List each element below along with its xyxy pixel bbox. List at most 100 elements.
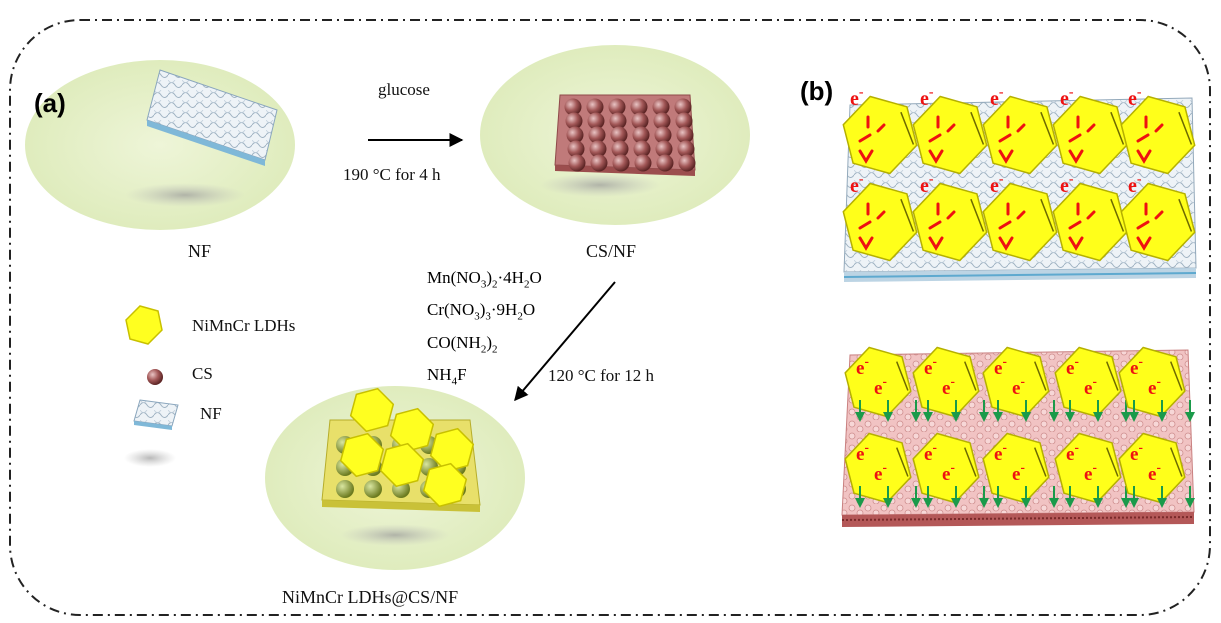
cs-sphere — [608, 98, 626, 116]
hexagon-edge — [970, 111, 985, 145]
cs-sphere — [612, 154, 630, 172]
cs-nf-tile — [554, 94, 696, 176]
cs-sphere — [364, 480, 382, 498]
ldh-hexagon — [349, 387, 395, 433]
label-nf: NF — [188, 241, 212, 261]
ldh-hexagon — [429, 427, 475, 473]
ldh-hexagon — [912, 346, 980, 418]
hexagon-edge — [1040, 111, 1055, 145]
hexagon-edge — [1178, 111, 1193, 145]
hexagon-edge — [1110, 198, 1125, 232]
cs-sphere — [676, 126, 694, 144]
yellow-hexagon-icon — [125, 305, 163, 345]
ldh-hexagon — [844, 346, 912, 418]
hexagon-edge — [896, 361, 909, 391]
reagent-3: NH4F — [427, 365, 467, 388]
electron-path-arrow — [858, 115, 886, 164]
electron-path-arrow — [1068, 115, 1096, 164]
cs-sphere — [633, 140, 651, 158]
ldh-hexagon — [1054, 346, 1122, 418]
cs-sphere — [634, 154, 652, 172]
cs-sphere — [631, 112, 649, 130]
cs-sphere — [654, 126, 672, 144]
legend-shadow — [124, 449, 176, 467]
hexagon-edge — [900, 198, 915, 232]
arrow-step2 — [514, 281, 616, 402]
cs-sphere — [567, 140, 585, 158]
label-product: NiMnCr LDHs@CS/NF — [282, 587, 459, 607]
electron-path-arrow — [1136, 115, 1164, 164]
hexagon-edge — [1178, 198, 1193, 232]
step2-condition: 120 °C for 12 h — [548, 366, 654, 385]
cs-sphere — [674, 98, 692, 116]
product-shadow — [340, 524, 450, 546]
panel-b: e-e-e-e-e-e-e-e-e-e- e-e-e-e-e-e-e-e-e-e… — [841, 85, 1197, 527]
ldh-hexagon — [1054, 432, 1122, 504]
label-cs-nf: CS/NF — [586, 241, 637, 261]
foam-tile-icon — [133, 399, 179, 430]
cs-sphere — [675, 112, 693, 130]
cs-sphere — [655, 140, 673, 158]
nf-shadow — [125, 183, 245, 207]
electron-path-arrow — [1136, 202, 1164, 251]
cs-sphere — [653, 112, 671, 130]
cs-sphere — [568, 154, 586, 172]
cs-sphere — [677, 140, 695, 158]
cs-sphere — [611, 140, 629, 158]
cs-sphere — [564, 98, 582, 116]
electron-path-arrow — [998, 202, 1026, 251]
electron-path-arrow — [858, 202, 886, 251]
legend-label-nf: NF — [200, 404, 222, 423]
hexagon-edge — [964, 361, 977, 391]
cs-sphere — [652, 98, 670, 116]
cs-sphere — [336, 480, 354, 498]
ldh-hexagon — [982, 346, 1050, 418]
hexagon-edge — [1170, 361, 1183, 391]
cs-sphere — [656, 154, 674, 172]
hexagon-edge — [1106, 361, 1119, 391]
cs-sphere — [588, 126, 606, 144]
reagent-0: Mn(NO3)2·4H2O — [427, 268, 542, 291]
cs-sphere — [566, 126, 584, 144]
sphere-icon — [147, 369, 163, 385]
cs-sphere — [609, 112, 627, 130]
legend-label-ldh: NiMnCr LDHs — [192, 316, 296, 335]
electron-path-arrow — [1068, 202, 1096, 251]
cs-sphere — [586, 98, 604, 116]
hexagon-edge — [1034, 447, 1047, 477]
panel-a-label: (a) — [34, 88, 66, 118]
panel-a — [25, 45, 750, 570]
panel-b-label: (b) — [800, 76, 834, 106]
hexagon-edge — [1106, 447, 1119, 477]
ldh-hexagon — [912, 432, 980, 504]
ldh-hexagon — [1118, 346, 1186, 418]
cs-sphere — [630, 98, 648, 116]
step1-condition: 190 °C for 4 h — [343, 165, 441, 184]
ldh-hexagon — [844, 432, 912, 504]
dashdot-frame — [9, 19, 1211, 616]
step1-reagent: glucose — [378, 80, 430, 99]
ldh-hexagon — [389, 407, 435, 453]
cs-sphere — [587, 112, 605, 130]
hexagon-edge — [900, 111, 915, 145]
cs-sphere — [589, 140, 607, 158]
ldh-hexagon — [1118, 432, 1186, 504]
cs-sphere — [632, 126, 650, 144]
hexagon-edge — [970, 198, 985, 232]
hexagon-edge — [1110, 111, 1125, 145]
reagent-1: Cr(NO3)3·9H2O — [427, 300, 536, 323]
cs-sphere — [678, 154, 696, 172]
electron-path-arrow — [928, 202, 956, 251]
reagent-2: CO(NH2)2 — [427, 332, 498, 356]
ldh-hexagon — [422, 462, 468, 508]
nf-tile — [146, 69, 278, 166]
cs-sphere — [610, 126, 628, 144]
hexagon-edge — [964, 447, 977, 477]
electron-path-arrow — [928, 115, 956, 164]
hexagon-edge — [1170, 447, 1183, 477]
legend — [124, 305, 179, 467]
hexagon-edge — [1034, 361, 1047, 391]
ldh-hexagon — [339, 432, 385, 478]
